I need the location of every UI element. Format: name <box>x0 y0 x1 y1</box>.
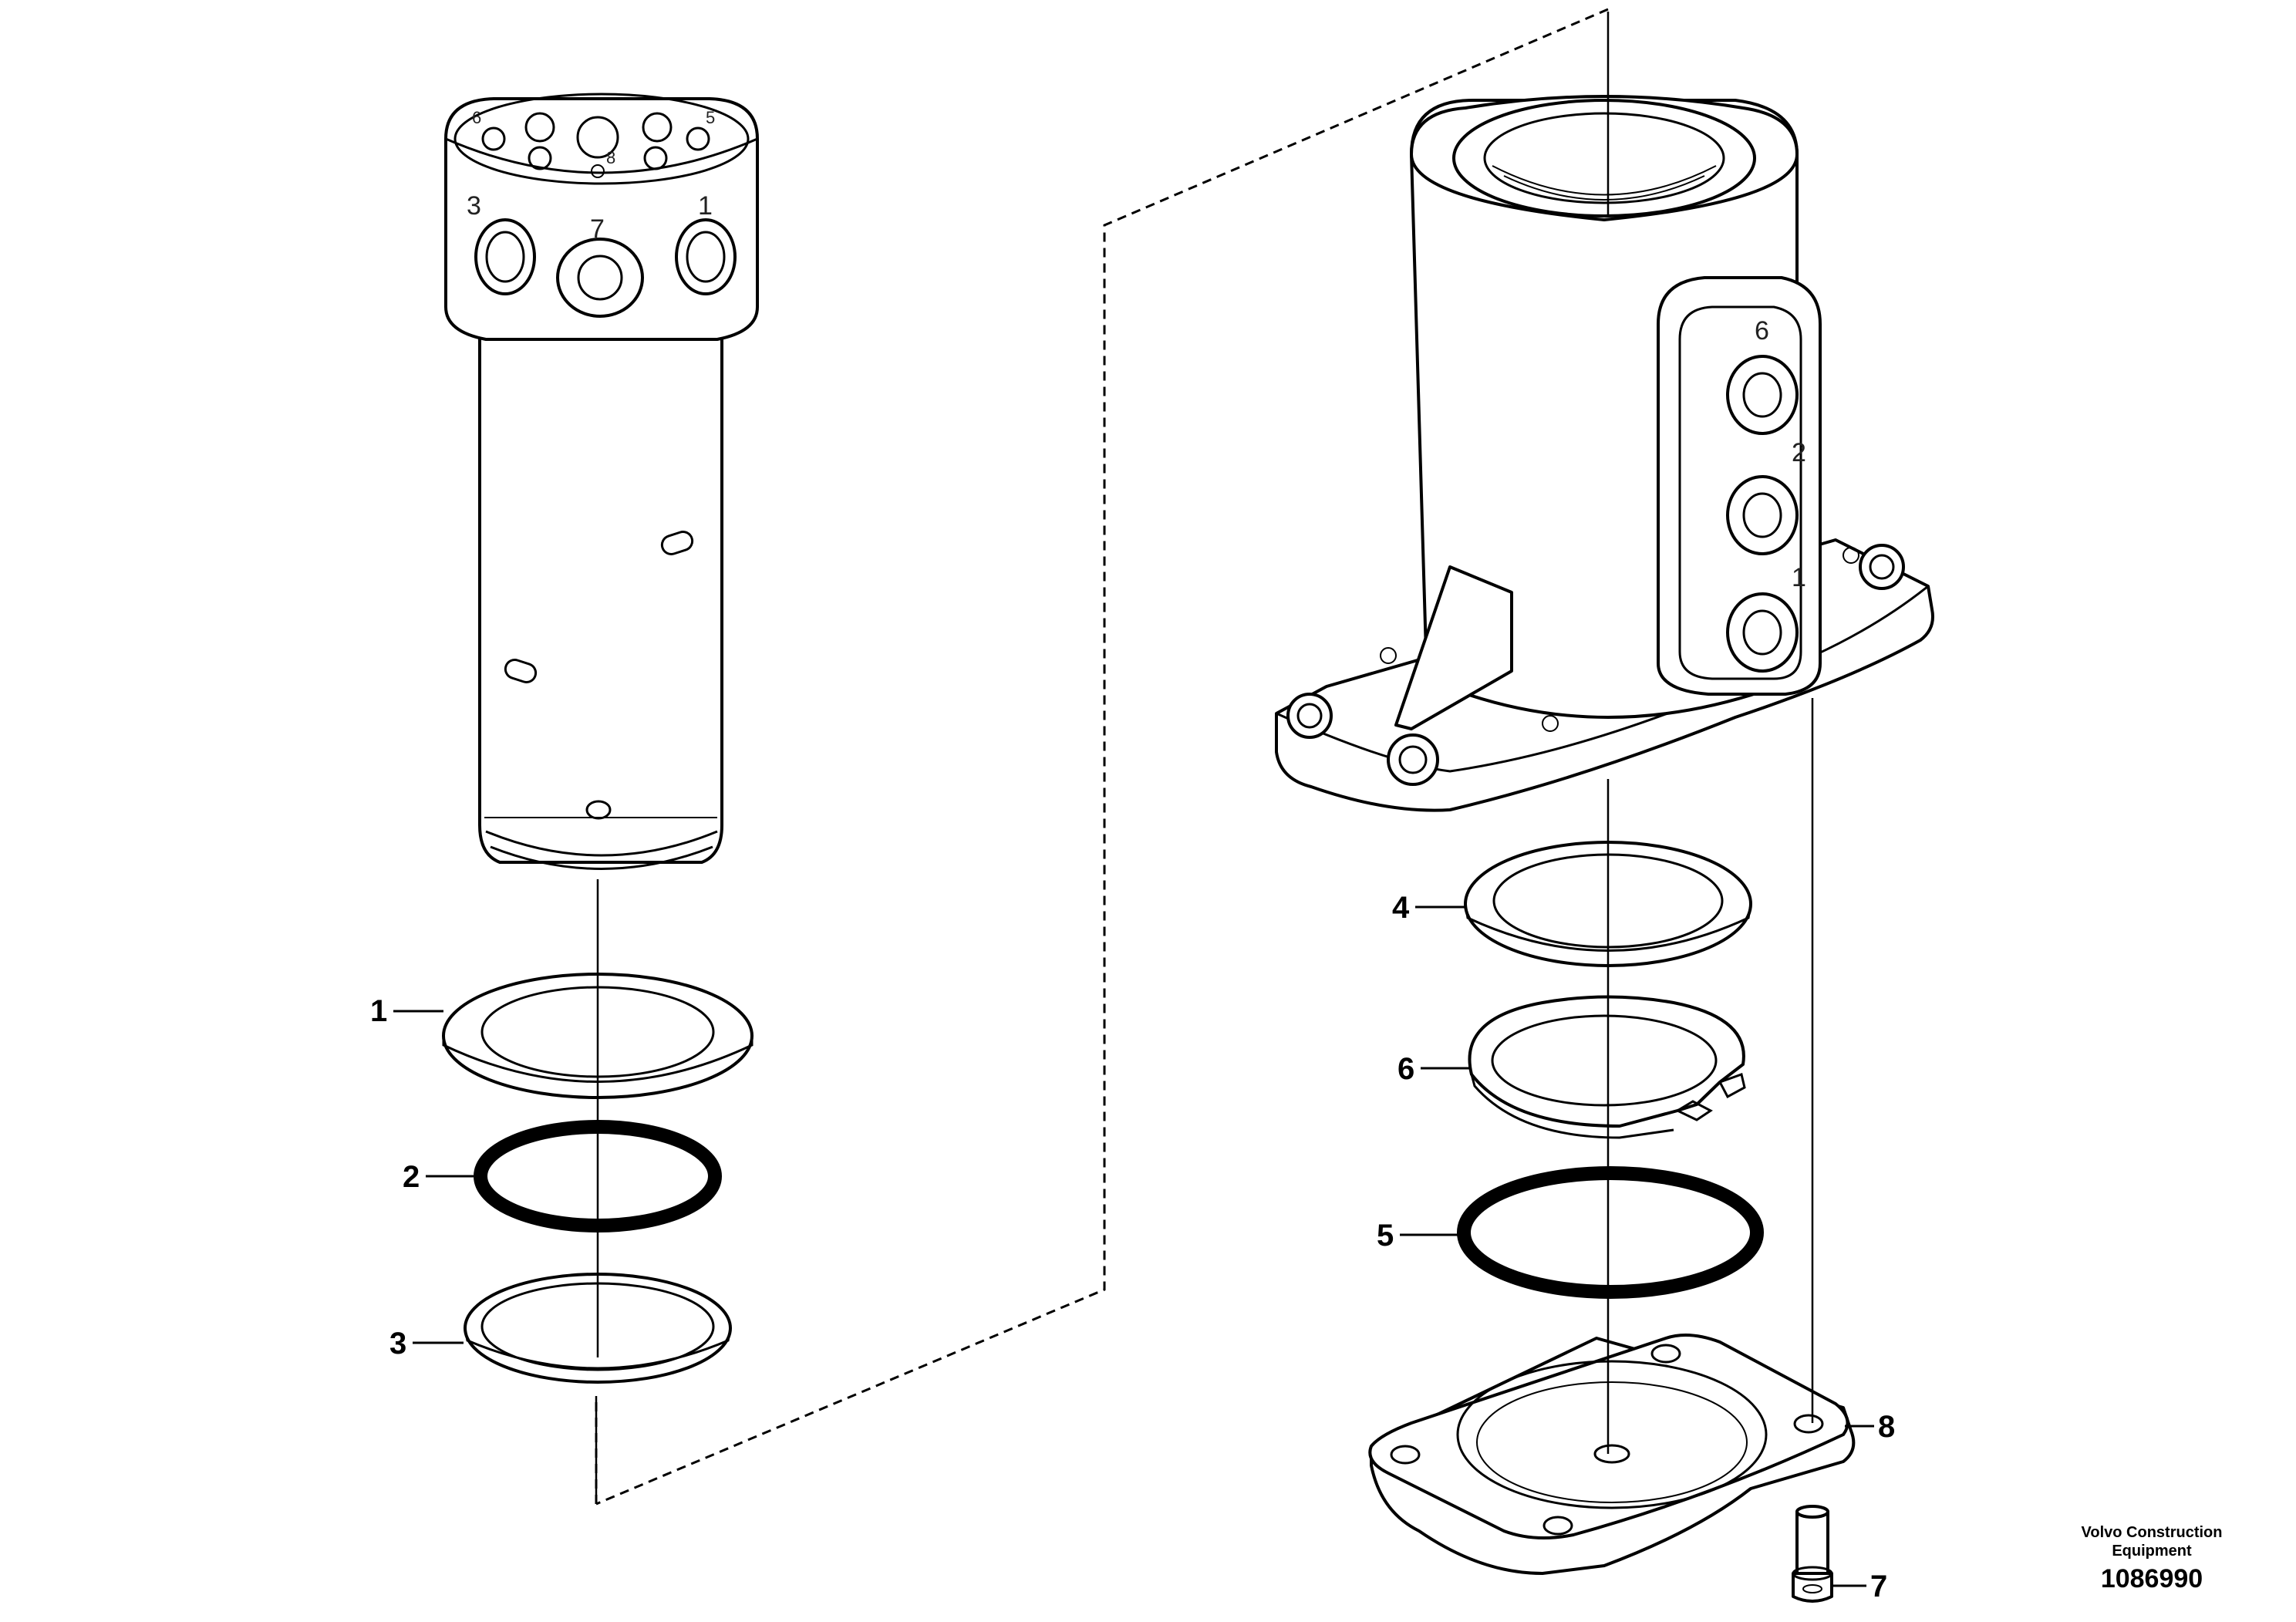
shaft-port-8: 8 <box>606 148 615 167</box>
assembly-dashed-lines <box>595 8 1609 1506</box>
housing-port-2: 2 <box>1792 438 1806 467</box>
svg-text:8: 8 <box>1878 1410 1895 1444</box>
right-seal-parts <box>1368 841 1856 1603</box>
shaft-port-6: 6 <box>472 108 481 127</box>
swivel-shaft <box>444 93 759 870</box>
drawing-number: 1086990 <box>2100 1564 2203 1593</box>
svg-text:4: 4 <box>1392 891 1410 925</box>
svg-text:2: 2 <box>403 1160 420 1194</box>
callout-7[interactable]: 7 <box>1832 1570 1887 1603</box>
shaft-port-1: 1 <box>698 191 713 221</box>
housing-port-6: 6 <box>1755 316 1769 346</box>
shaft-port-3: 3 <box>467 191 481 221</box>
callout-5[interactable]: 5 <box>1377 1219 1464 1253</box>
shaft-port-5: 5 <box>706 108 715 127</box>
callouts: 1 2 3 4 6 5 8 7 <box>370 891 1895 1603</box>
housing-port-labels: 6 2 1 <box>1755 316 1806 592</box>
shaft-port-7: 7 <box>590 214 605 244</box>
swivel-housing <box>1275 95 1934 812</box>
callout-1[interactable]: 1 <box>370 994 443 1028</box>
callout-3[interactable]: 3 <box>389 1327 464 1361</box>
housing-port-1: 1 <box>1792 563 1806 592</box>
callout-4[interactable]: 4 <box>1392 891 1465 925</box>
credit-company: Volvo Construction Equipment <box>2081 1524 2223 1560</box>
shaft-port-labels: 3 7 1 6 5 8 <box>467 108 715 244</box>
svg-text:1: 1 <box>370 994 387 1028</box>
svg-text:5: 5 <box>1377 1219 1394 1253</box>
callout-6[interactable]: 6 <box>1397 1052 1472 1086</box>
right-assembly-axes <box>1607 12 1814 1454</box>
svg-text:3: 3 <box>389 1327 406 1361</box>
callout-8[interactable]: 8 <box>1845 1410 1895 1444</box>
callout-2[interactable]: 2 <box>403 1160 474 1194</box>
svg-text:6: 6 <box>1397 1052 1414 1086</box>
svg-text:7: 7 <box>1870 1570 1887 1603</box>
